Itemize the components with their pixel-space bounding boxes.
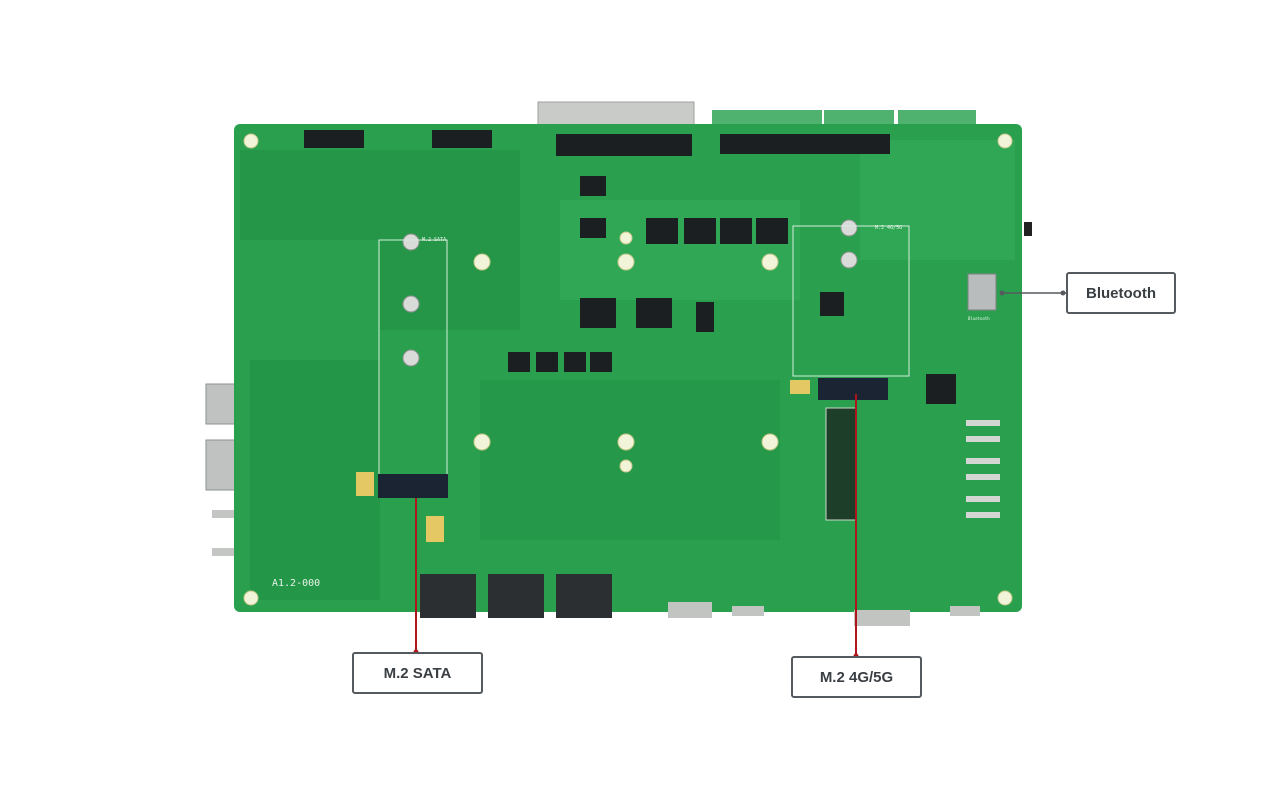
m2-sata-callout: M.2 SATA xyxy=(352,652,483,694)
board-version-silkscreen: A1.2-000 xyxy=(272,578,320,589)
terminal-block-connector xyxy=(898,110,976,128)
m2-4g5g-callout: M.2 4G/5G xyxy=(791,656,922,698)
mounting-hole xyxy=(997,133,1013,149)
switch xyxy=(1024,222,1032,236)
top-header-connector xyxy=(537,101,695,127)
mounting-hole xyxy=(997,590,1013,606)
antenna-connector xyxy=(212,548,236,556)
mounting-hole xyxy=(243,133,259,149)
bluetooth-silkscreen: Bluetooth xyxy=(968,316,990,321)
mounting-hole xyxy=(243,590,259,606)
antenna-connector xyxy=(212,510,236,518)
usb-port xyxy=(205,439,237,491)
m2-sata-slot xyxy=(378,474,448,498)
m2-4g5g-silkscreen: M.2 4G/5G xyxy=(875,225,902,231)
terminal-block-connector xyxy=(712,110,822,128)
terminal-block-connector xyxy=(824,110,894,128)
bluetooth-module xyxy=(967,273,997,311)
m2-4g5g-slot xyxy=(818,378,888,400)
m2-sata-silkscreen: M.2 SATA xyxy=(422,237,446,243)
usb-port xyxy=(205,383,237,425)
bluetooth-callout: Bluetooth xyxy=(1066,272,1176,314)
